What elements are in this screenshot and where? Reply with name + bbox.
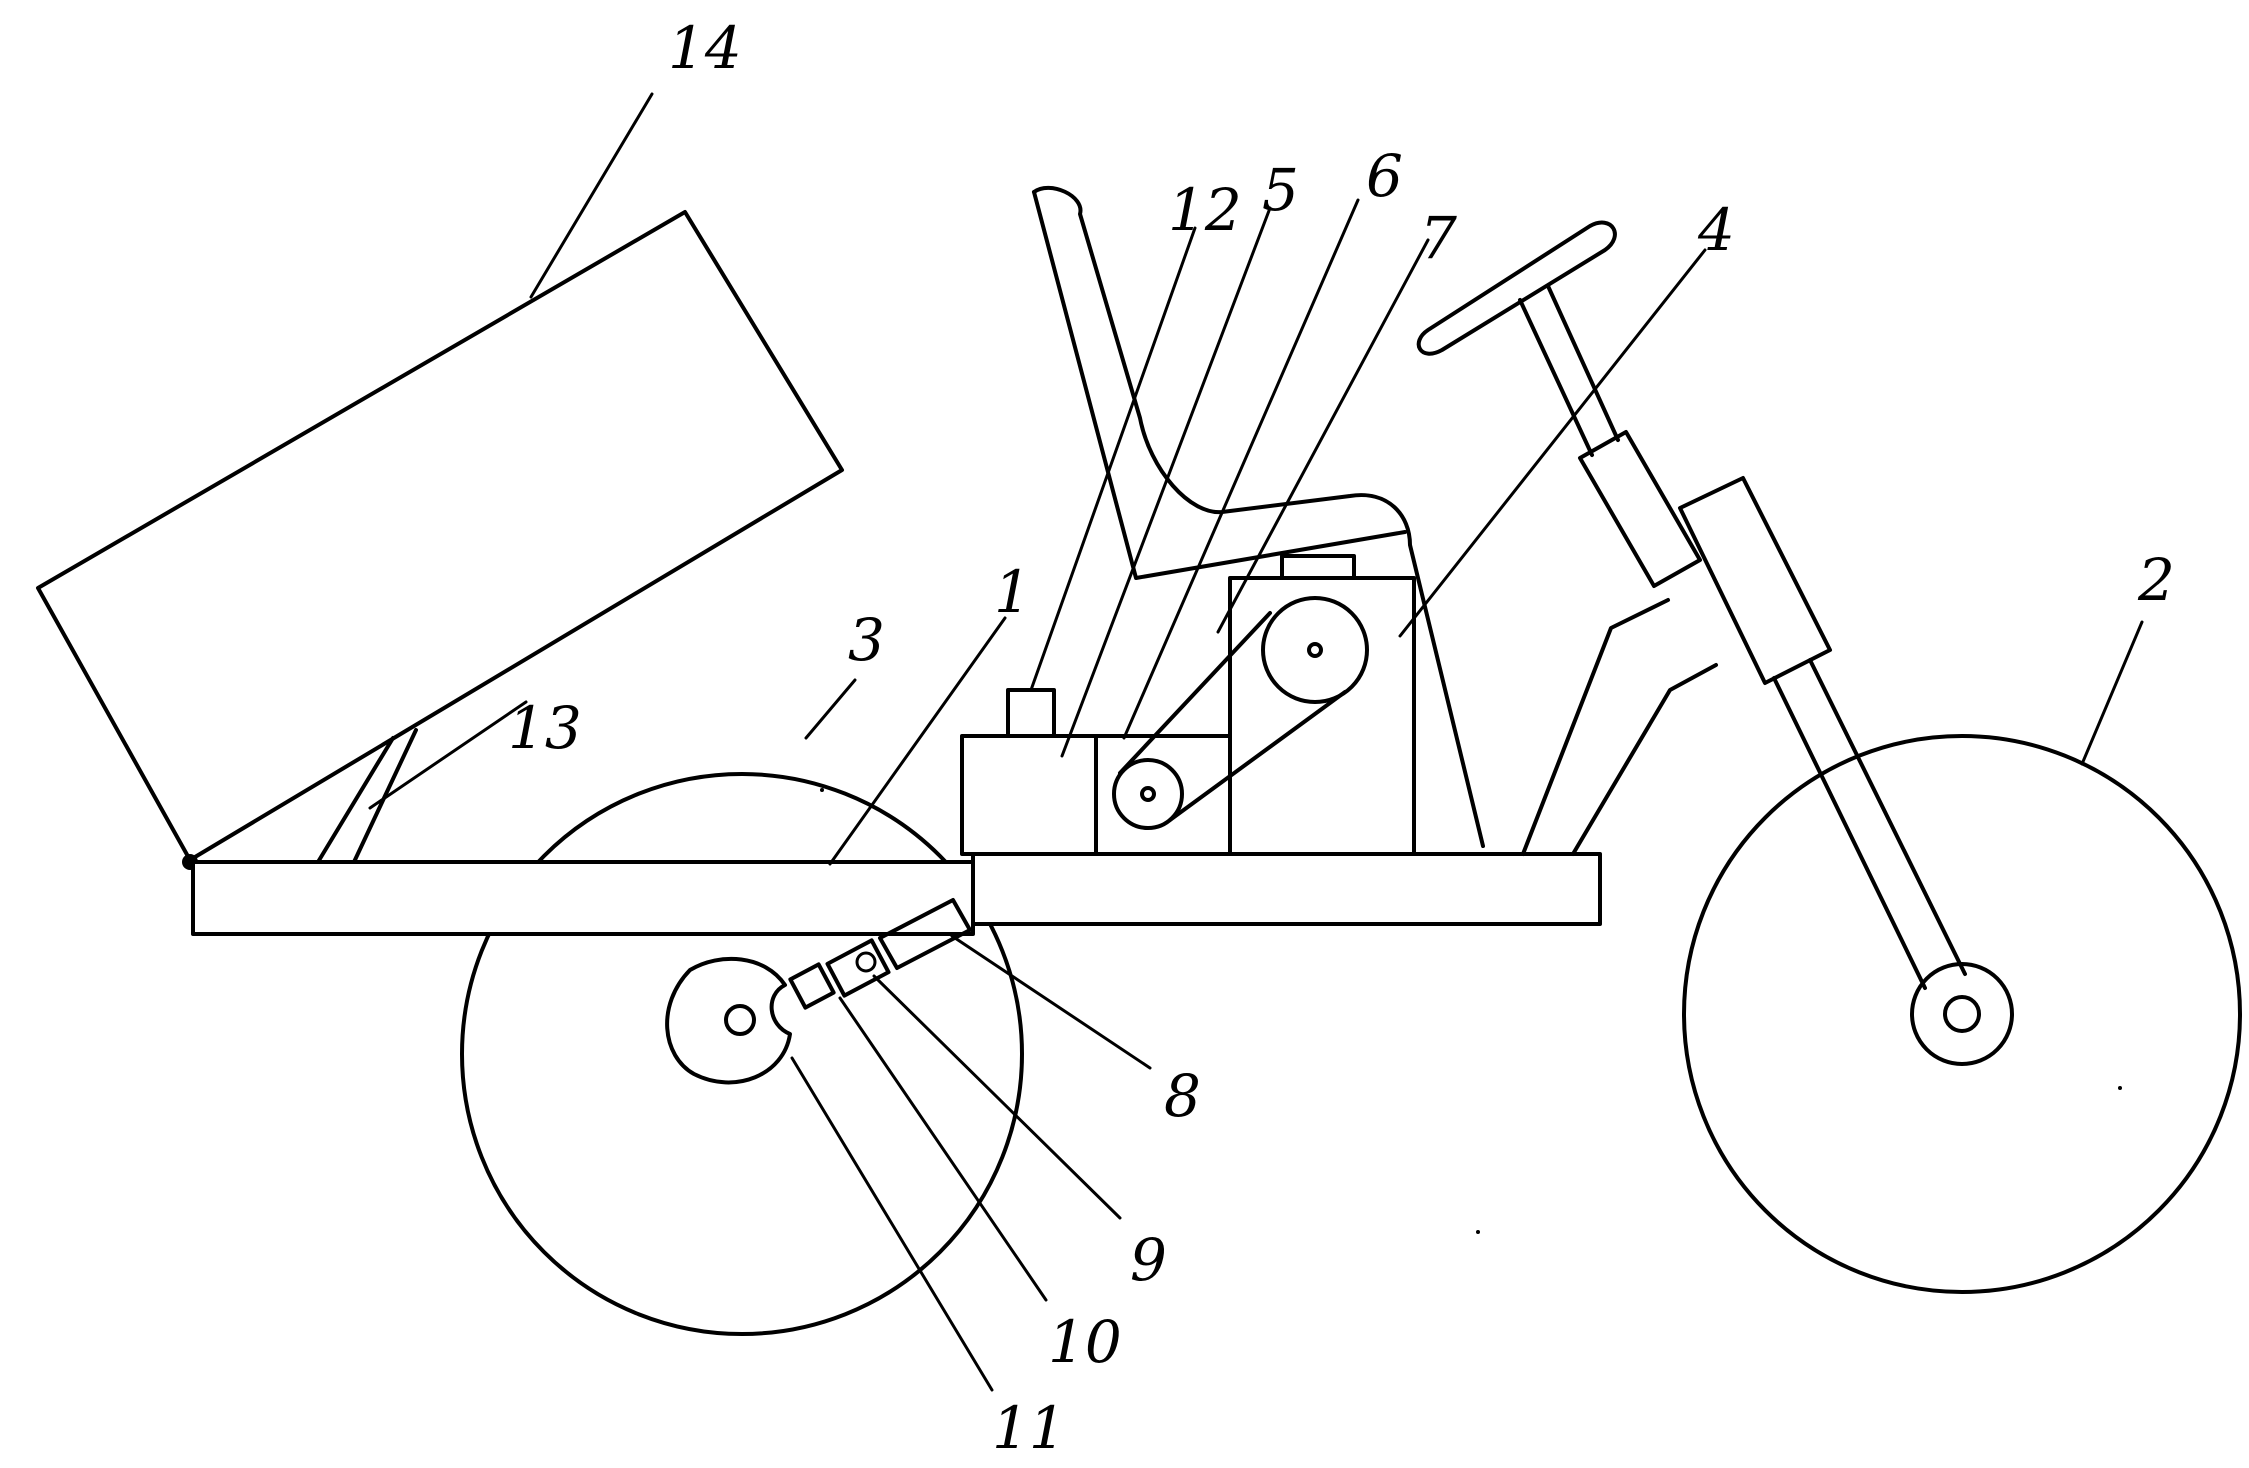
- front-axle: [1945, 997, 1979, 1031]
- leader-4: [1400, 250, 1705, 636]
- label-10: 10: [1048, 1308, 1122, 1376]
- small-pulley-box: [1096, 736, 1230, 854]
- rear-axle: [726, 1006, 754, 1034]
- part-12: [1008, 690, 1054, 736]
- large-pulley-box: [1230, 578, 1414, 854]
- label-12: 12: [1168, 176, 1242, 244]
- leader-2: [2082, 622, 2142, 764]
- part-9-pin: [857, 953, 875, 971]
- leader-13: [370, 702, 526, 808]
- speck: [820, 788, 824, 792]
- label-4: 4: [1697, 196, 1735, 264]
- fork-left: [1774, 678, 1925, 988]
- seat-mount: [1282, 556, 1354, 578]
- front-hub: [1912, 964, 2012, 1064]
- label-13: 13: [508, 694, 582, 762]
- front-frame-tube-lower: [1573, 665, 1716, 854]
- cargo-box: [38, 212, 842, 860]
- label-11: 11: [992, 1394, 1066, 1462]
- steering-stem-left: [1520, 300, 1592, 455]
- frame-front-section: [973, 854, 1600, 924]
- label-6: 6: [1366, 142, 1403, 210]
- label-1: 1: [994, 558, 1031, 626]
- label-3: 3: [848, 606, 885, 674]
- label-5: 5: [1262, 156, 1299, 224]
- speck: [1476, 1230, 1480, 1234]
- leader-3: [806, 680, 855, 738]
- leader-8: [952, 936, 1150, 1068]
- leader-9: [874, 976, 1120, 1218]
- label-9: 9: [1130, 1226, 1167, 1294]
- label-2: 2: [2137, 546, 2175, 614]
- rear-hub-cam: [667, 959, 790, 1083]
- steering-stem-right: [1548, 286, 1618, 440]
- label-7: 7: [1420, 204, 1457, 272]
- speck: [2118, 1086, 2122, 1090]
- label-14: 14: [668, 14, 742, 82]
- part-10: [790, 964, 833, 1007]
- head-tube-lower: [1680, 478, 1830, 683]
- front-wheel: [1684, 736, 2240, 1292]
- fork-right: [1810, 660, 1965, 974]
- frame-rear-section: [193, 862, 973, 934]
- label-8: 8: [1164, 1062, 1201, 1130]
- box-5: [962, 736, 1096, 854]
- rear-wheel: [462, 774, 1022, 1334]
